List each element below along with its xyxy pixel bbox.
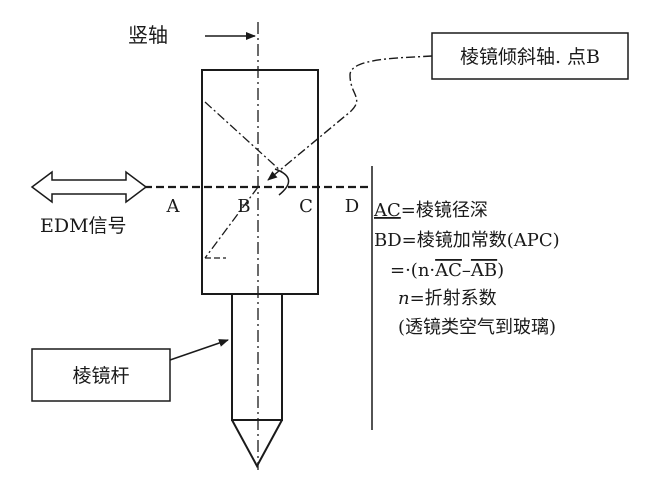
legend-n-def: =折射系数 <box>410 288 497 309</box>
prism-rod-leader <box>169 339 229 361</box>
prism-body <box>201 69 319 295</box>
tilt-angle-arc <box>274 168 290 196</box>
legend-line3: =·(n·AC–AB) <box>390 260 504 281</box>
tilt-axis-label: 棱镜倾斜轴. 点B <box>460 46 600 68</box>
tilt-axis-label-box <box>431 32 629 80</box>
legend-n: n <box>398 288 410 309</box>
legend-formula-ab: AB <box>470 260 497 281</box>
point-a-label: A <box>166 196 181 217</box>
prism-reflection-lower <box>204 186 259 259</box>
edm-signal-label: EDM信号 <box>40 215 127 237</box>
legend-ac-def: =棱镜径深 <box>401 200 488 221</box>
prism-rod-tip <box>231 419 283 469</box>
legend-formula-suffix: ) <box>497 260 504 281</box>
prism-rod-label: 棱镜杆 <box>72 365 129 387</box>
prism-rod <box>231 293 283 421</box>
tilt-axis-leader <box>267 55 433 181</box>
legend-formula-prefix: =·(n· <box>390 260 435 281</box>
prism-rod-label-box <box>31 348 171 402</box>
legend-formula-dash: – <box>462 260 471 281</box>
point-d-label: D <box>345 196 359 217</box>
legend-line5: (透镜类空气到玻璃) <box>398 317 556 338</box>
legend-formula-ac: AC <box>434 260 462 281</box>
edm-double-arrow <box>30 170 148 204</box>
point-b-label: B <box>237 196 250 217</box>
vertical-axis-label: 竖轴 <box>128 23 168 47</box>
prism-reflection-upper <box>204 101 283 173</box>
point-c-label: C <box>299 196 313 217</box>
legend-line2: BD=棱镜加常数(APC) <box>374 230 560 251</box>
legend-line4: n=折射系数 <box>398 288 497 309</box>
legend-ac-abbr: AC <box>373 200 401 221</box>
legend-line1: AC=棱镜径深 <box>373 200 488 221</box>
